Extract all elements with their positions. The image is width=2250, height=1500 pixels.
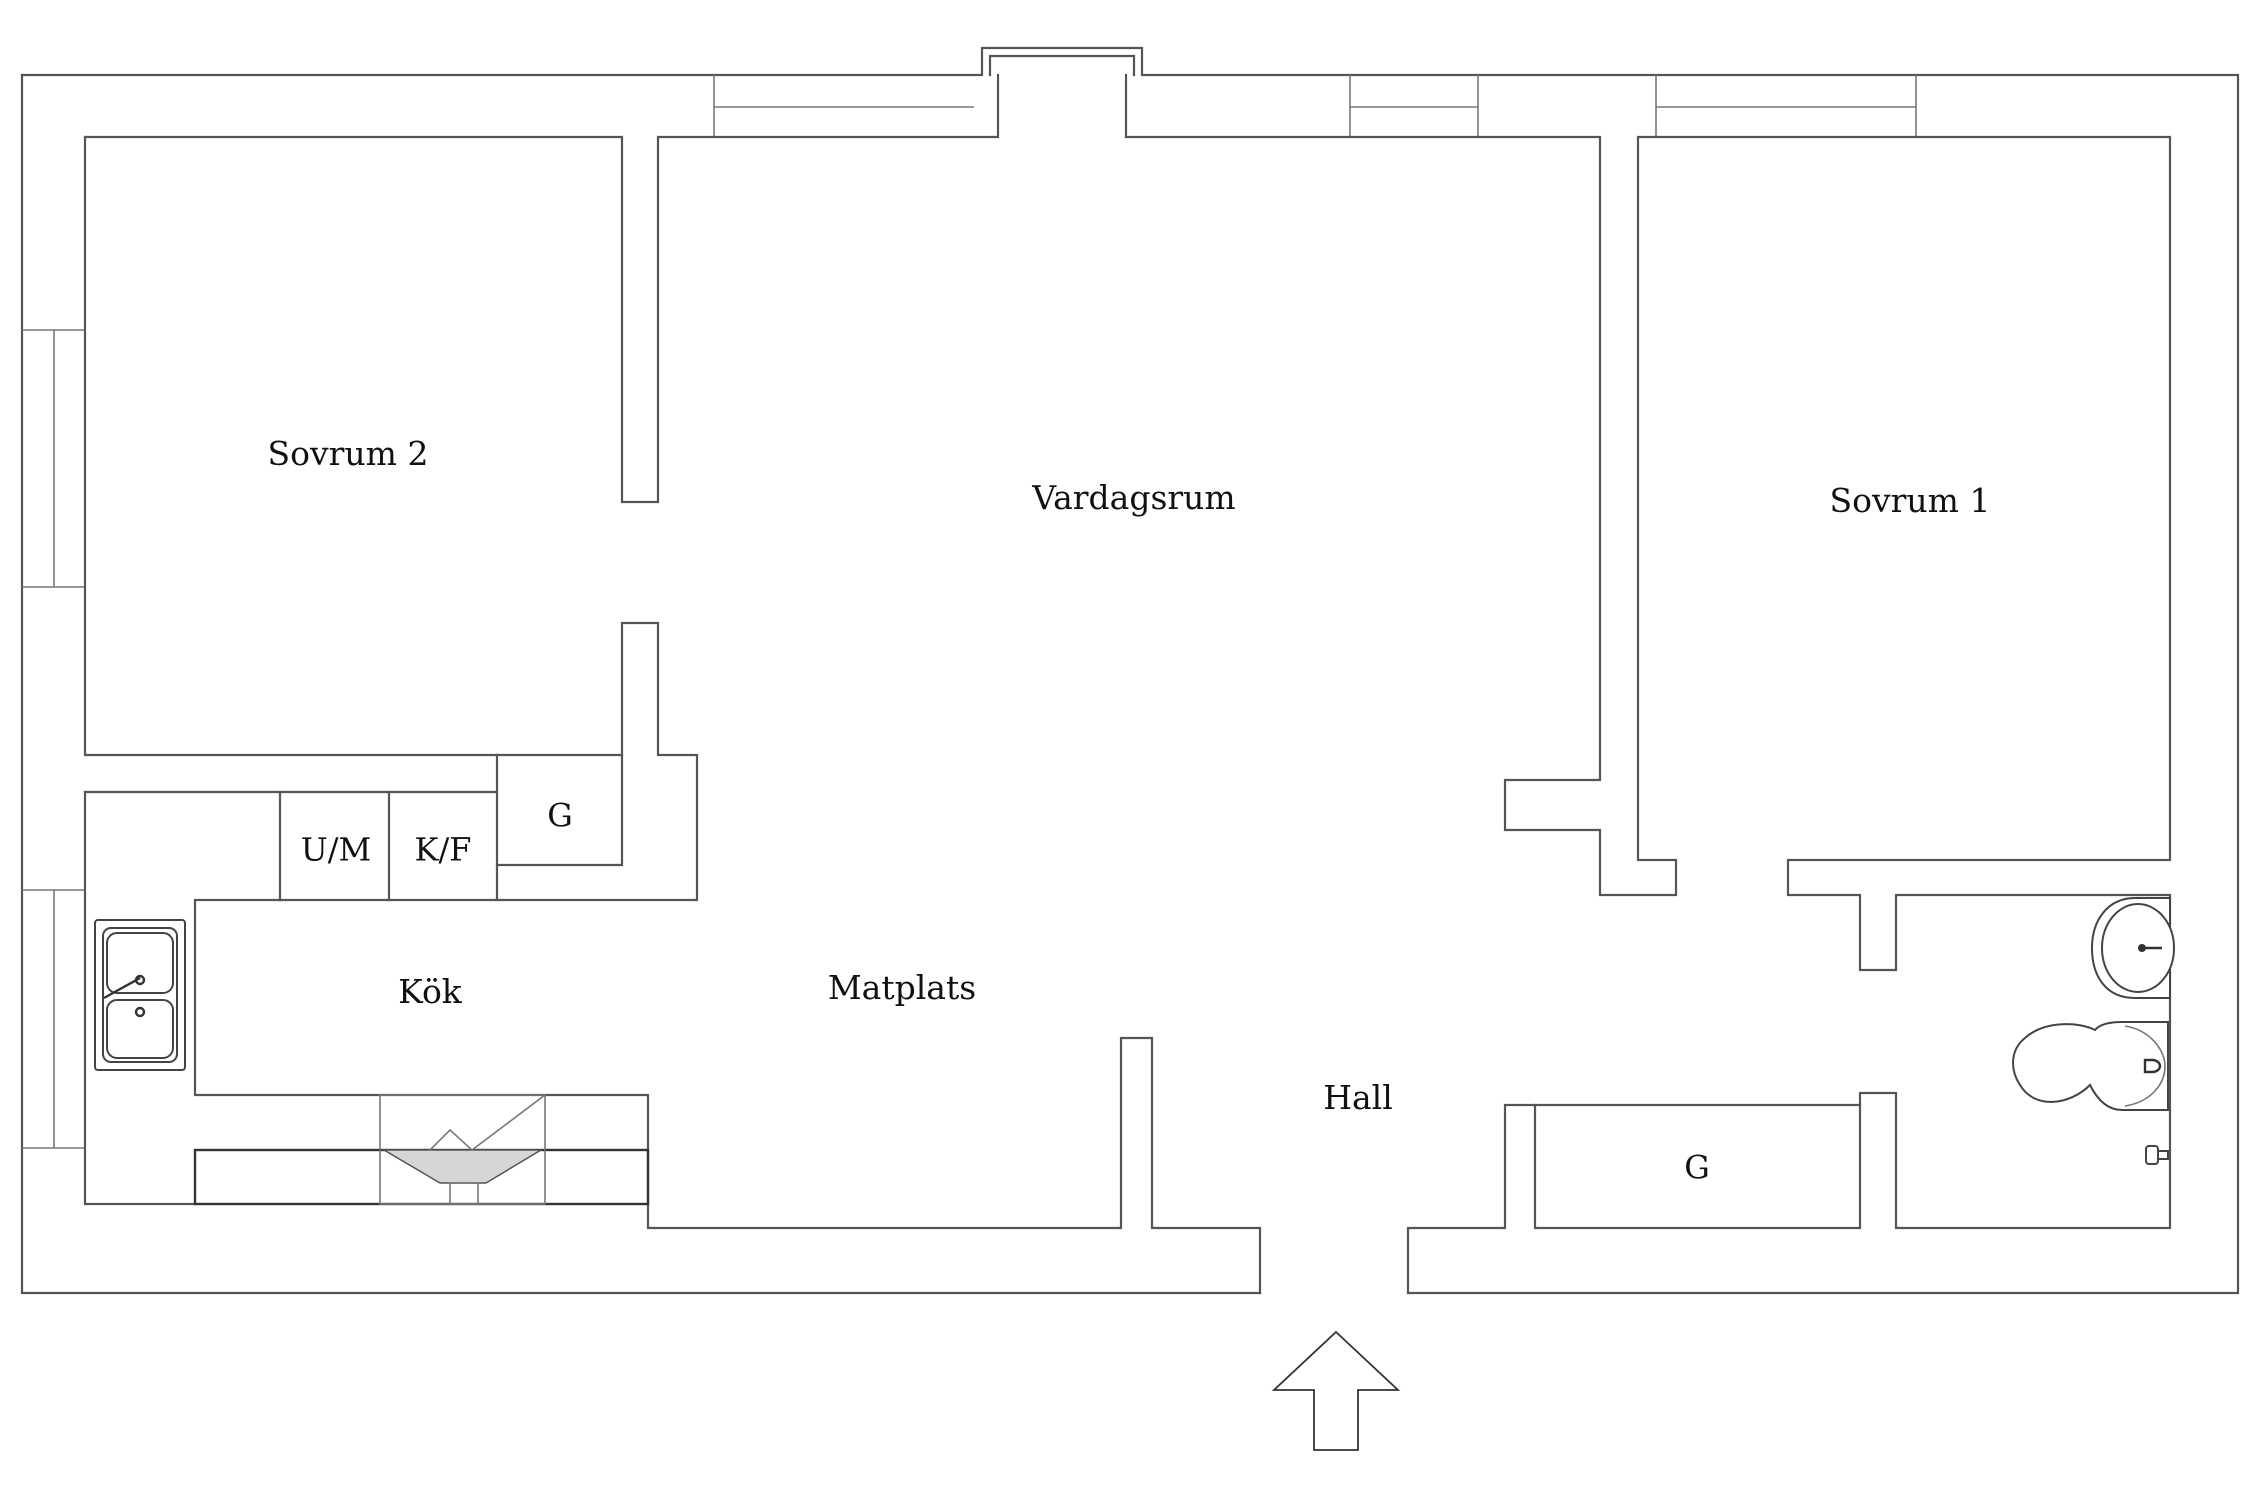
tap-icon [2145, 1145, 2169, 1165]
room-label-vardagsrum: Vardagsrum [1031, 478, 1235, 517]
kitchen-counter [193, 1094, 650, 1206]
hood-icon [381, 1149, 544, 1184]
outer-walls [20, 46, 2240, 1295]
label-wardrobe-kitchen: G [547, 797, 573, 835]
room-label-kok: Kök [398, 972, 463, 1011]
label-fridge-freezer: K/F [415, 831, 472, 869]
entrance-arrow-icon [1271, 1330, 1401, 1451]
inner-walls [83, 73, 2172, 1295]
toilet-icon [2012, 1021, 2169, 1111]
label-dishwasher-microwave: U/M [301, 831, 372, 869]
room-labels: Sovrum 2 Vardagsrum Sovrum 1 Kök Matplat… [268, 434, 1991, 1117]
room-label-sovrum-1: Sovrum 1 [1830, 481, 1991, 520]
label-wardrobe-hall: G [1684, 1149, 1710, 1187]
washbasin-icon [2090, 897, 2175, 999]
windows [22, 75, 1917, 1149]
room-label-matplats: Matplats [828, 968, 976, 1007]
sink-icon [94, 919, 186, 1071]
room-label-hall: Hall [1323, 1078, 1393, 1117]
room-label-sovrum-2: Sovrum 2 [268, 434, 429, 473]
fixture-labels: U/M K/F G G [301, 797, 1710, 1187]
